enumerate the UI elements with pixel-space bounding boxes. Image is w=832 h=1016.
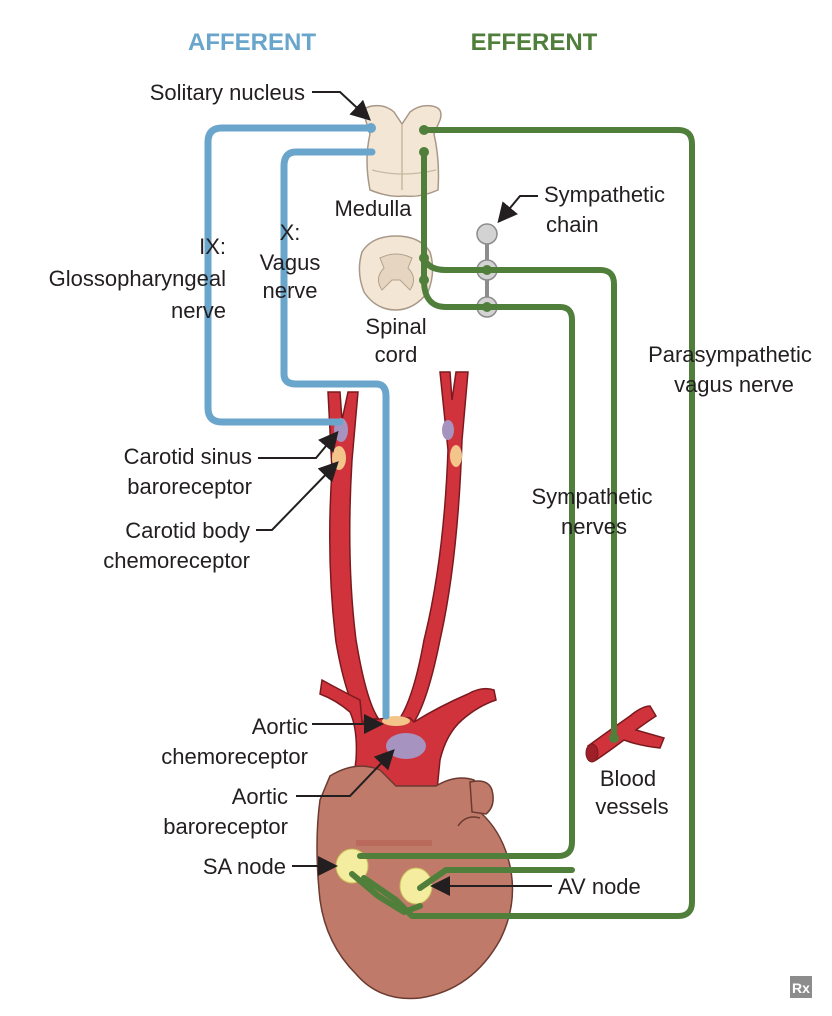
aortic-chemoreceptor-label-1: Aortic: [252, 714, 308, 739]
medulla-label: Medulla: [334, 196, 412, 221]
left-carotid-artery: [327, 391, 380, 723]
vagus-afferent-nerve-path: [280, 148, 390, 720]
aortic-baroreceptor-label-2: baroreceptor: [163, 814, 288, 839]
right-carotid-body: [450, 445, 462, 467]
carotid-sinus-label-2: baroreceptor: [127, 474, 252, 499]
sympathetic-chain-pointer: [497, 195, 538, 224]
svg-text:Rx: Rx: [792, 980, 810, 996]
sympathetic-to-vessels-path: [421, 255, 617, 741]
av-node-label: AV node: [558, 874, 641, 899]
x-label-2: Vagus: [260, 250, 321, 275]
blood-vessel-shape: [585, 705, 666, 763]
aortic-baroreceptor-pointer: [296, 749, 395, 797]
carotid-sinus-label-1: Carotid sinus: [124, 444, 252, 469]
sa-to-av-branch-path: [349, 871, 423, 915]
blood-vessels-label-2: vessels: [595, 794, 668, 819]
spinal-label-2: cord: [375, 342, 418, 367]
carotid-sinus-pointer: [258, 430, 339, 459]
ix-label-3: nerve: [171, 298, 226, 323]
spinal-cord-shape: [358, 235, 434, 311]
efferent-header: EFFERENT: [471, 29, 598, 56]
sa-node-label: SA node: [203, 854, 286, 879]
aortic-chemoreceptor-body: [382, 716, 410, 726]
av-node-branch-path: [417, 867, 575, 891]
ix-label-2: Glossopharyngeal: [49, 266, 226, 291]
solitary-nucleus-label: Solitary nucleus: [150, 80, 305, 105]
carotid-body-label-2: chemoreceptor: [103, 548, 250, 573]
right-carotid-artery: [398, 371, 469, 723]
parasympathetic-label-2: vagus nerve: [674, 372, 794, 397]
aortic-baroreceptor-body: [386, 733, 426, 759]
parasympathetic-vagus-path: [361, 127, 695, 919]
right-carotid-sinus: [442, 420, 454, 440]
sympathetic-to-heart-path: [357, 277, 575, 859]
aortic-baroreceptor-label-1: Aortic: [232, 784, 288, 809]
glossopharyngeal-nerve-path: [204, 124, 374, 426]
ix-label-1: IX:: [199, 234, 226, 259]
sympathetic-chain-label-1: Sympathetic: [544, 182, 665, 207]
sympathetic-chain-ganglia: [476, 223, 498, 318]
afferent-header: AFFERENT: [188, 29, 316, 56]
rx-logo: Rx: [790, 976, 812, 998]
solitary-nucleus-pointer: [312, 91, 371, 121]
parasympathetic-label-1: Parasympathetic: [648, 342, 812, 367]
carotid-body-label-1: Carotid body: [125, 518, 250, 543]
aortic-chemoreceptor-label-2: chemoreceptor: [161, 744, 308, 769]
spinal-label-1: Spinal: [365, 314, 426, 339]
x-label-1: X:: [280, 220, 301, 245]
sympathetic-chain-label-2: chain: [546, 212, 599, 237]
sympathetic-nerves-label-2: nerves: [561, 514, 627, 539]
sympathetic-nerves-label-1: Sympathetic: [531, 484, 652, 509]
blood-vessels-label-1: Blood: [600, 766, 656, 791]
carotid-body-pointer: [256, 461, 339, 531]
x-label-3: nerve: [262, 278, 317, 303]
